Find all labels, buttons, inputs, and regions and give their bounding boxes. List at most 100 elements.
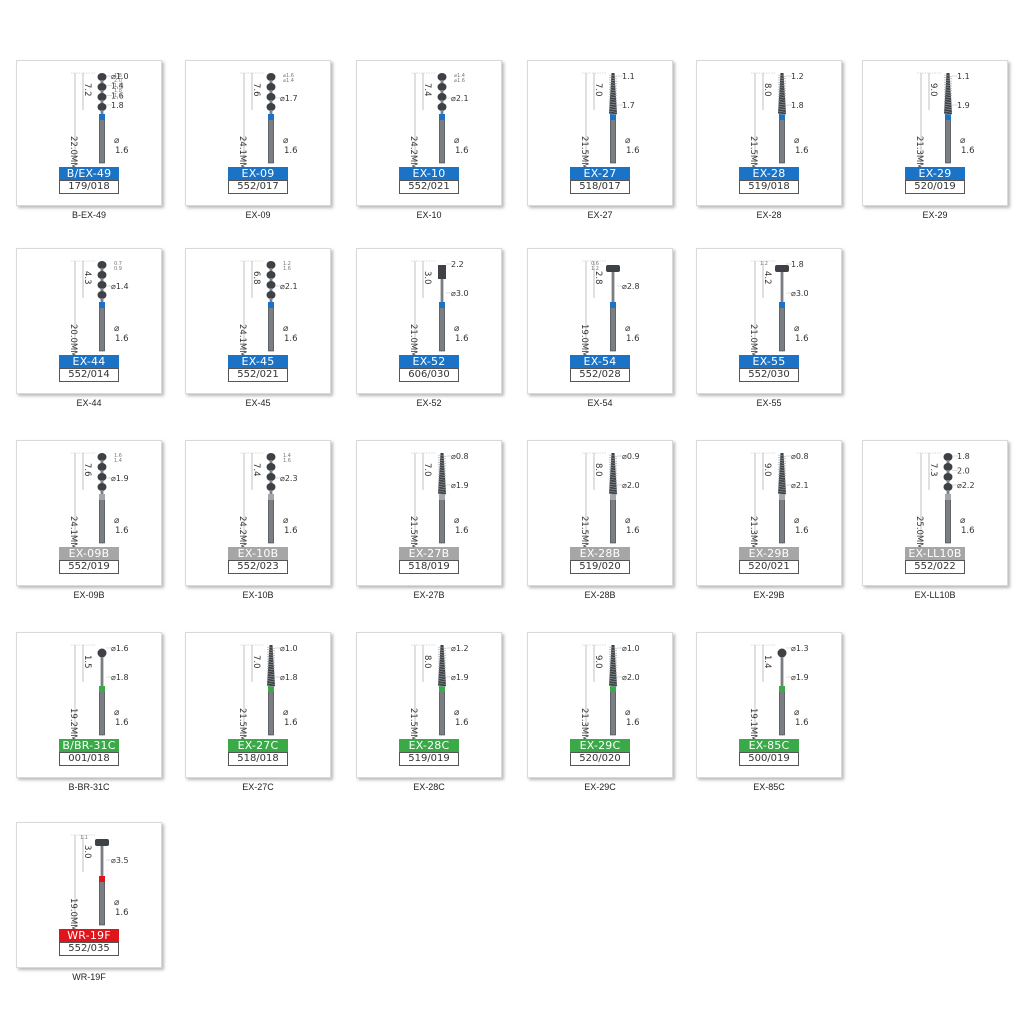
product-caption[interactable]: EX-29C	[584, 782, 616, 792]
product-caption[interactable]: EX-29	[922, 210, 948, 220]
bur-shank	[268, 687, 274, 736]
diameter-label: 1.1	[622, 72, 635, 81]
bur-flute	[266, 670, 276, 673]
product-caption[interactable]: EX-28B	[584, 590, 616, 600]
head-length-label: 7.4	[422, 83, 432, 97]
product-caption[interactable]: EX-27	[587, 210, 613, 220]
bur-flute	[437, 651, 447, 654]
bur-flute	[777, 91, 787, 94]
product-caption[interactable]: EX-52	[416, 398, 442, 408]
shank-diameter-label: 1.6	[455, 146, 469, 156]
bur-neck-segment	[100, 480, 104, 484]
bur-flute	[943, 96, 953, 99]
product-caption[interactable]: EX-10B	[242, 590, 274, 600]
bur-shank	[779, 115, 785, 164]
bur-flute	[608, 685, 618, 688]
bur-flute	[943, 74, 953, 77]
bur-flute	[608, 649, 618, 652]
diameter-label: ⌀1.9	[451, 481, 469, 490]
product-caption[interactable]: EX-28C	[413, 782, 445, 792]
product-caption[interactable]: EX-28	[756, 210, 782, 220]
product-caption[interactable]: B-BR-31C	[68, 782, 110, 792]
bur-flute	[777, 481, 787, 484]
total-length-label: 21.3MM	[579, 708, 589, 742]
shank-diameter-symbol: ⌀	[794, 708, 800, 718]
bur-color-band	[779, 114, 785, 120]
diameter-label: 1.6	[111, 91, 124, 100]
total-length-label: 20.0MM	[68, 324, 78, 358]
product-caption[interactable]: EX-55	[756, 398, 782, 408]
product-caption[interactable]: EX-09B	[73, 590, 105, 600]
bur-flute	[608, 89, 618, 92]
bur-neck-segment	[100, 460, 104, 464]
product-caption[interactable]: EX-44	[76, 398, 102, 408]
model-tag: EX-27	[570, 167, 630, 180]
shank-diameter-label: 1.6	[795, 146, 809, 156]
diameter-label: ⌀2.3	[280, 474, 298, 483]
bur-neck-segment	[440, 90, 444, 94]
bur-neck-segment	[100, 100, 104, 104]
bur-flute	[943, 77, 953, 80]
bur-head	[438, 453, 446, 494]
bur-flute	[608, 473, 618, 476]
iso-code: 552/023	[228, 560, 288, 574]
bur-head-segment	[97, 453, 107, 461]
diameter-label: 1.1	[957, 72, 970, 81]
bur-head	[267, 645, 275, 686]
bur-flute	[777, 490, 787, 493]
bur-shank	[945, 115, 951, 164]
product-caption[interactable]: B-EX-49	[71, 210, 106, 220]
small-annotation: 0.7	[114, 261, 122, 267]
diameter-label: ⌀1.9	[791, 673, 809, 682]
bur-flute	[608, 471, 618, 474]
product-caption[interactable]: EX-LL10B	[914, 590, 956, 600]
product-caption[interactable]: WR-19F	[72, 972, 106, 982]
product-caption[interactable]: EX-10	[416, 210, 442, 220]
iso-code: 552/030	[739, 368, 799, 382]
shank-diameter-label: 1.6	[115, 526, 129, 536]
diameter-label: 1.8	[791, 260, 804, 269]
product-caption[interactable]: EX-09	[245, 210, 271, 220]
bur-flute	[266, 677, 276, 680]
bur-shank	[610, 495, 616, 544]
bur-head	[95, 839, 109, 846]
bur-flute	[777, 478, 787, 481]
product-caption[interactable]: EX-27B	[413, 590, 445, 600]
total-length-label: 25.0MM	[914, 516, 924, 550]
product-caption[interactable]: EX-45	[245, 398, 271, 408]
bur-flute	[608, 661, 618, 664]
product-caption[interactable]: EX-27C	[242, 782, 274, 792]
head-length-label: 9.0	[928, 83, 938, 97]
product-caption[interactable]: EX-29B	[753, 590, 785, 600]
product-caption[interactable]: EX-54	[587, 398, 613, 408]
product-caption[interactable]: EX-85C	[753, 782, 785, 792]
bur-color-band	[779, 302, 785, 308]
